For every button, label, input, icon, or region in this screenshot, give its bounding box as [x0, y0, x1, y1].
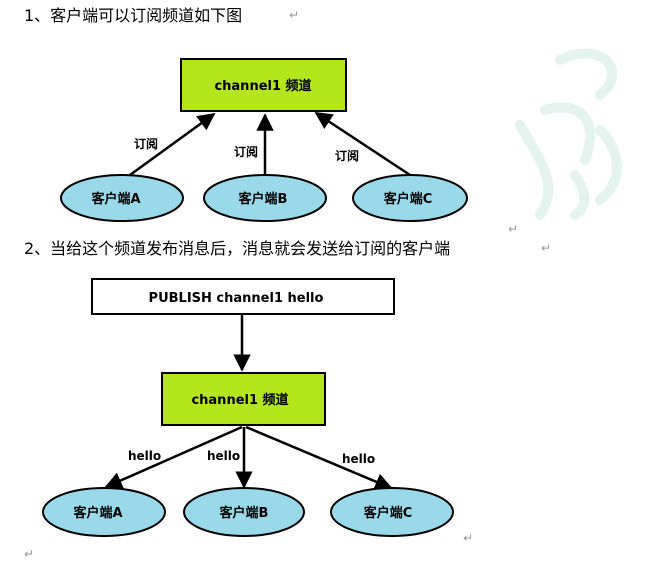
subscribe-arrow-a — [129, 112, 216, 177]
subscribe-arrow-c — [314, 111, 411, 177]
edge-label: hello — [342, 452, 375, 466]
client-label: 客户端C — [384, 191, 433, 207]
deliver-arrow-a — [104, 425, 243, 489]
edge-label: hello — [207, 449, 240, 463]
channel-label: channel1 频道 — [191, 392, 288, 408]
client-node-a — [42, 487, 166, 537]
deliver-arrow-c — [245, 425, 393, 490]
command-box — [91, 278, 395, 315]
heading-2: 2、当给这个频道发布消息后，消息就会发送给订阅的客户端 — [24, 239, 451, 258]
heading-1: 1、客户端可以订阅频道如下图 — [24, 6, 243, 25]
client-node-c — [352, 174, 468, 222]
edge-label: 订阅 — [335, 148, 359, 163]
paragraph-mark-icon: ↵ — [508, 222, 519, 236]
channel-label: channel1 频道 — [214, 78, 311, 94]
edge-label: hello — [128, 449, 161, 463]
client-node-a — [60, 174, 184, 222]
channel-box — [161, 372, 326, 426]
client-label: 客户端C — [364, 505, 413, 521]
client-label: 客户端B — [239, 191, 288, 207]
client-label: 客户端A — [91, 191, 140, 207]
paragraph-mark-icon: ↵ — [463, 531, 474, 545]
client-label: 客户端A — [73, 505, 122, 521]
client-node-c — [330, 487, 454, 537]
edge-label: 订阅 — [234, 144, 258, 159]
paragraph-mark-icon: ↵ — [289, 8, 300, 22]
client-node-b — [203, 174, 327, 222]
client-label: 客户端B — [220, 505, 269, 521]
paragraph-mark-icon: ↵ — [541, 241, 552, 255]
command-label: PUBLISH channel1 hello — [149, 291, 324, 306]
paragraph-mark-icon: ↵ — [24, 547, 35, 561]
channel-box — [180, 58, 347, 112]
client-node-b — [183, 487, 305, 537]
edge-label: 订阅 — [134, 136, 158, 151]
